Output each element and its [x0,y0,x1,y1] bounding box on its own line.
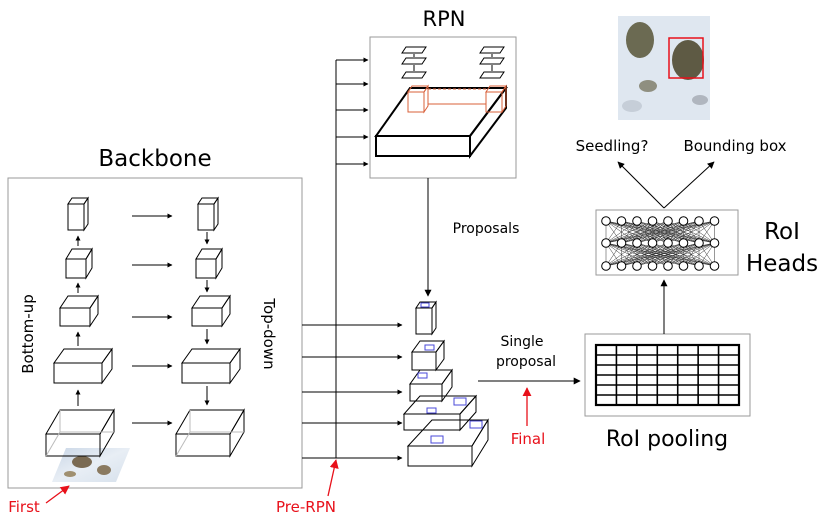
network-node [709,261,720,271]
network-node [663,261,673,271]
network-node [709,238,720,248]
network-node [678,216,689,226]
network-edge [605,220,638,244]
anchor-boxes [407,84,507,114]
network-node [647,261,658,271]
final-annotation: Final [511,430,546,448]
network-node [694,261,704,271]
network-node [601,238,611,248]
network-node [632,216,642,226]
network-node [601,261,611,271]
roi-pooling-grid [594,343,741,407]
network-node [647,238,658,248]
roi-boxes [417,302,483,444]
network-node [678,261,689,271]
network-node [632,261,642,271]
rpn-panel: RPN [369,7,517,179]
network-node [616,216,627,226]
network-node [616,261,627,271]
network-edge [605,242,653,267]
rpn-title: RPN [423,7,466,31]
network-edge [667,242,715,267]
lateral-arrows [132,213,173,426]
top-down-label: Top-down [260,297,278,369]
roi-heads-title-line1: RoI [764,219,800,245]
detection-box [668,37,704,79]
network-edge [605,220,669,244]
network-node [694,238,704,248]
network-edge [683,220,715,244]
bottom-up-level-4 [53,347,113,385]
network-edge [605,242,638,267]
network-nodes [601,216,720,271]
single-proposal-label-line2: proposal [496,354,556,370]
roi-heads-title-line2: Heads [746,251,818,277]
proposals-stack [402,300,489,468]
roi-heads-panel: RoI Heads [595,209,818,277]
bottom-up-level-2 [65,247,93,280]
network-node [694,216,704,226]
top-down-pyramid [175,196,245,458]
network-node [647,216,658,226]
network-node [632,238,642,248]
network-node [663,238,673,248]
backbone-title: Backbone [98,146,211,172]
top-down-level-5 [175,408,245,458]
roi-pooling-panel: RoI pooling [584,333,751,452]
network-node [709,216,720,226]
bottom-up-level-5 [45,408,115,458]
network-edge [667,220,715,244]
top-down-level-4 [181,347,241,385]
bottom-up-pyramid [45,196,115,458]
output-image [618,16,710,120]
pre-rpn-annotation: Pre-RPN [276,498,336,516]
backbone-to-rpn-connectors [302,57,403,461]
bottom-up-level-3 [59,294,99,328]
top-down-level-3 [191,294,231,328]
heads-to-bbox-arrow [663,161,715,209]
proposals-label: Proposals [453,221,520,237]
network-edge [652,242,715,267]
network-edge [605,242,669,267]
backbone-panel: Backbone Bottom-up Top-down [7,146,303,489]
network-node [663,216,673,226]
single-proposal-label-line1: Single [500,334,543,350]
bottom-up-level-1 [67,196,89,232]
network-node [678,238,689,248]
network-node [616,238,627,248]
annotations: First Pre-RPN Final [8,387,546,516]
network-edge [683,242,715,267]
bounding-box-label: Bounding box [683,137,786,155]
top-down-level-1 [197,196,219,232]
network-edge [652,220,715,244]
network-node [601,216,611,226]
network-edge [605,220,653,244]
first-annotation: First [8,498,40,516]
bottom-up-label: Bottom-up [19,294,37,373]
top-down-level-2 [195,247,223,280]
heads-to-seedling-arrow [617,161,665,209]
seedling-label: Seedling? [576,137,649,155]
roi-pooling-title: RoI pooling [606,427,728,452]
